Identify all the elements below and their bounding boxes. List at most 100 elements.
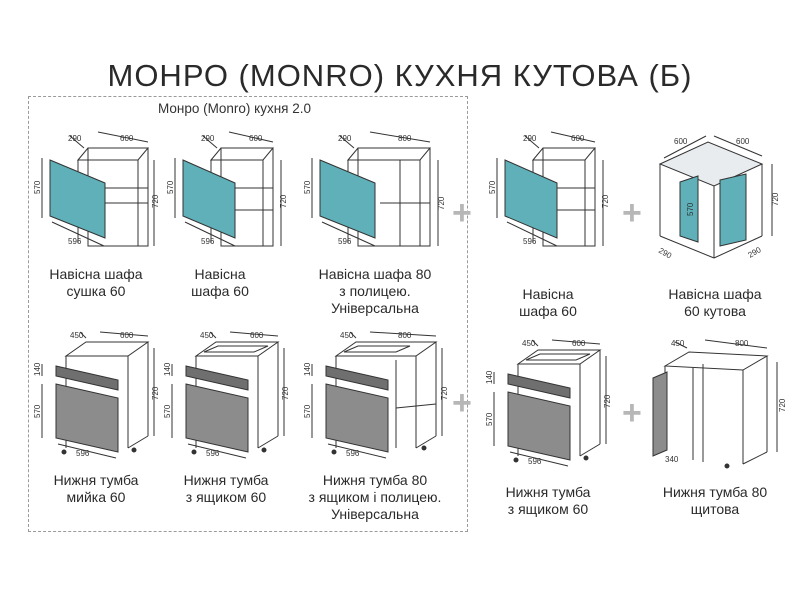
caption-line: Нижня тумба bbox=[183, 472, 269, 488]
dim-side-b: 290 bbox=[747, 245, 764, 260]
dim-depth-b: 600 bbox=[736, 137, 750, 146]
dim-door-w: 596 bbox=[206, 449, 220, 458]
dim-depth: 450 bbox=[200, 331, 214, 340]
dim-height: 720 bbox=[601, 194, 610, 208]
dim-height: 720 bbox=[151, 194, 160, 208]
caption-line: Навісна bbox=[194, 266, 246, 282]
cabinet-wall-60-drawing: 290 600 720 570 596 bbox=[166, 131, 288, 247]
caption-line: сушка 60 bbox=[66, 283, 126, 299]
page-title: МОНРО (MONRO) КУХНЯ КУТОВА (Б) bbox=[107, 58, 693, 93]
dim-height: 720 bbox=[281, 386, 290, 400]
dim-door-h: 570 bbox=[166, 180, 175, 194]
caption-wall-sushka-60: Навісна шафа сушка 60 bbox=[36, 266, 156, 300]
plus-sign-top-left: + bbox=[452, 194, 472, 232]
dim-drawer-h: 140 bbox=[485, 370, 494, 384]
caption-base-80: Нижня тумба 80 з ящиком і полицею. Уніве… bbox=[290, 472, 460, 523]
dim-door-h: 570 bbox=[303, 180, 312, 194]
dim-drawer-h: 140 bbox=[303, 362, 312, 376]
dim-door-w: 340 bbox=[665, 455, 679, 464]
caption-base-drawer-60-b: Нижня тумба з ящиком 60 bbox=[488, 484, 608, 518]
caption-line: з полицею. bbox=[339, 283, 411, 299]
caption-base-shield-80: Нижня тумба 80 щитова bbox=[650, 484, 780, 518]
cabinet-base-drawer-60-b: 450 600 720 140 570 596 bbox=[482, 336, 612, 471]
dim-width: 600 bbox=[571, 134, 585, 143]
dim-depth: 290 bbox=[338, 134, 352, 143]
dim-door-h: 570 bbox=[163, 404, 172, 418]
dim-door-w: 596 bbox=[76, 449, 90, 458]
dim-height: 720 bbox=[778, 398, 787, 412]
dim-door-h: 570 bbox=[303, 404, 312, 418]
dim-width: 600 bbox=[572, 339, 586, 348]
dim-depth: 450 bbox=[671, 339, 685, 348]
group-label: Монро (Monro) кухня 2.0 bbox=[158, 101, 311, 116]
caption-line: Нижня тумба bbox=[53, 472, 139, 488]
dim-door-w: 596 bbox=[201, 237, 215, 246]
dim-depth: 290 bbox=[68, 134, 82, 143]
group-box bbox=[28, 96, 468, 532]
dim-width: 600 bbox=[120, 331, 134, 340]
cabinet-wall-corner-60: 600 600 720 570 290 290 bbox=[650, 124, 790, 264]
dim-height: 720 bbox=[603, 394, 612, 408]
caption-line: Навісна шафа bbox=[668, 286, 762, 302]
caption-wall-60: Навісна шафа 60 bbox=[170, 266, 270, 300]
dim-door-w: 596 bbox=[523, 237, 537, 246]
dim-width: 800 bbox=[398, 134, 412, 143]
cabinet-wall-80: 290 800 720 570 596 bbox=[300, 128, 450, 258]
cabinet-base-shield-80: 450 800 720 340 bbox=[645, 336, 790, 471]
caption-line: шафа 60 bbox=[519, 303, 577, 319]
caption-wall-60-b: Навісна шафа 60 bbox=[498, 286, 598, 320]
caption-line: щитова bbox=[690, 501, 740, 517]
caption-line: з ящиком і полицею. bbox=[308, 489, 442, 505]
caption-line: Навісна шафа bbox=[49, 266, 143, 282]
cabinet-base-drawer-b-drawing: 450 600 720 140 570 596 bbox=[485, 339, 612, 467]
plus-sign-bottom-left: + bbox=[452, 384, 472, 422]
dim-door-h: 570 bbox=[33, 180, 42, 194]
dim-height: 720 bbox=[440, 386, 449, 400]
cabinet-wall-corner-drawing: 600 600 720 570 290 290 bbox=[657, 135, 780, 261]
dim-door-w: 596 bbox=[528, 457, 542, 466]
dim-drawer-h: 140 bbox=[163, 362, 172, 376]
caption-line: Нижня тумба 80 bbox=[662, 484, 768, 500]
plus-sign-bottom-right: + bbox=[622, 394, 642, 432]
caption-wall-corner-60: Навісна шафа 60 кутова bbox=[652, 286, 778, 320]
caption-line: Універсальна bbox=[331, 300, 419, 316]
dim-door-h: 570 bbox=[686, 202, 695, 216]
cabinet-wall-sushka-drawing: 290 600 720 570 596 bbox=[33, 131, 160, 247]
dim-width: 600 bbox=[120, 134, 134, 143]
dim-door-w: 596 bbox=[68, 237, 82, 246]
caption-line: з ящиком 60 bbox=[185, 489, 267, 505]
dim-height: 720 bbox=[151, 386, 160, 400]
cabinet-wall-60: 290 600 720 570 596 bbox=[163, 128, 293, 258]
dim-width: 600 bbox=[249, 134, 263, 143]
dim-door-w: 596 bbox=[346, 449, 360, 458]
caption-base-myika-60: Нижня тумба мийка 60 bbox=[36, 472, 156, 506]
plus-sign-top-right: + bbox=[622, 194, 642, 232]
cabinet-wall-sushka-60: 290 600 720 570 596 bbox=[30, 128, 160, 258]
caption-line: мийка 60 bbox=[66, 489, 126, 505]
caption-line: Навісна bbox=[522, 286, 574, 302]
cabinet-base-myika-drawing: 450 600 720 140 570 596 bbox=[33, 331, 160, 459]
caption-line: 60 кутова bbox=[684, 303, 746, 319]
dim-depth: 450 bbox=[522, 339, 536, 348]
dim-depth: 450 bbox=[340, 331, 354, 340]
dim-depth: 290 bbox=[523, 134, 537, 143]
caption-line: з ящиком 60 bbox=[507, 501, 589, 517]
cabinet-base-80-drawing: 450 800 720 140 570 596 bbox=[303, 331, 449, 459]
dim-depth-a: 600 bbox=[674, 137, 688, 146]
dim-height: 720 bbox=[279, 194, 288, 208]
dim-height: 720 bbox=[437, 196, 446, 210]
dim-width: 800 bbox=[398, 331, 412, 340]
cabinet-base-drawer-60: 450 600 720 140 570 596 bbox=[160, 328, 290, 463]
caption-line: Нижня тумба bbox=[505, 484, 591, 500]
dim-door-h: 570 bbox=[33, 404, 42, 418]
cabinet-wall-60-b-drawing: 290 600 720 570 596 bbox=[488, 131, 610, 247]
caption-line: шафа 60 bbox=[191, 283, 249, 299]
caption-base-drawer-60: Нижня тумба з ящиком 60 bbox=[166, 472, 286, 506]
dim-width: 600 bbox=[250, 331, 264, 340]
caption-line: Нижня тумба 80 bbox=[322, 472, 428, 488]
dim-depth: 290 bbox=[201, 134, 215, 143]
caption-line: Універсальна bbox=[331, 506, 419, 522]
cabinet-base-shield-drawing: 450 800 720 340 bbox=[652, 339, 787, 469]
cabinet-wall-60-b: 290 600 720 570 596 bbox=[485, 128, 615, 258]
dim-door-h: 570 bbox=[488, 180, 497, 194]
